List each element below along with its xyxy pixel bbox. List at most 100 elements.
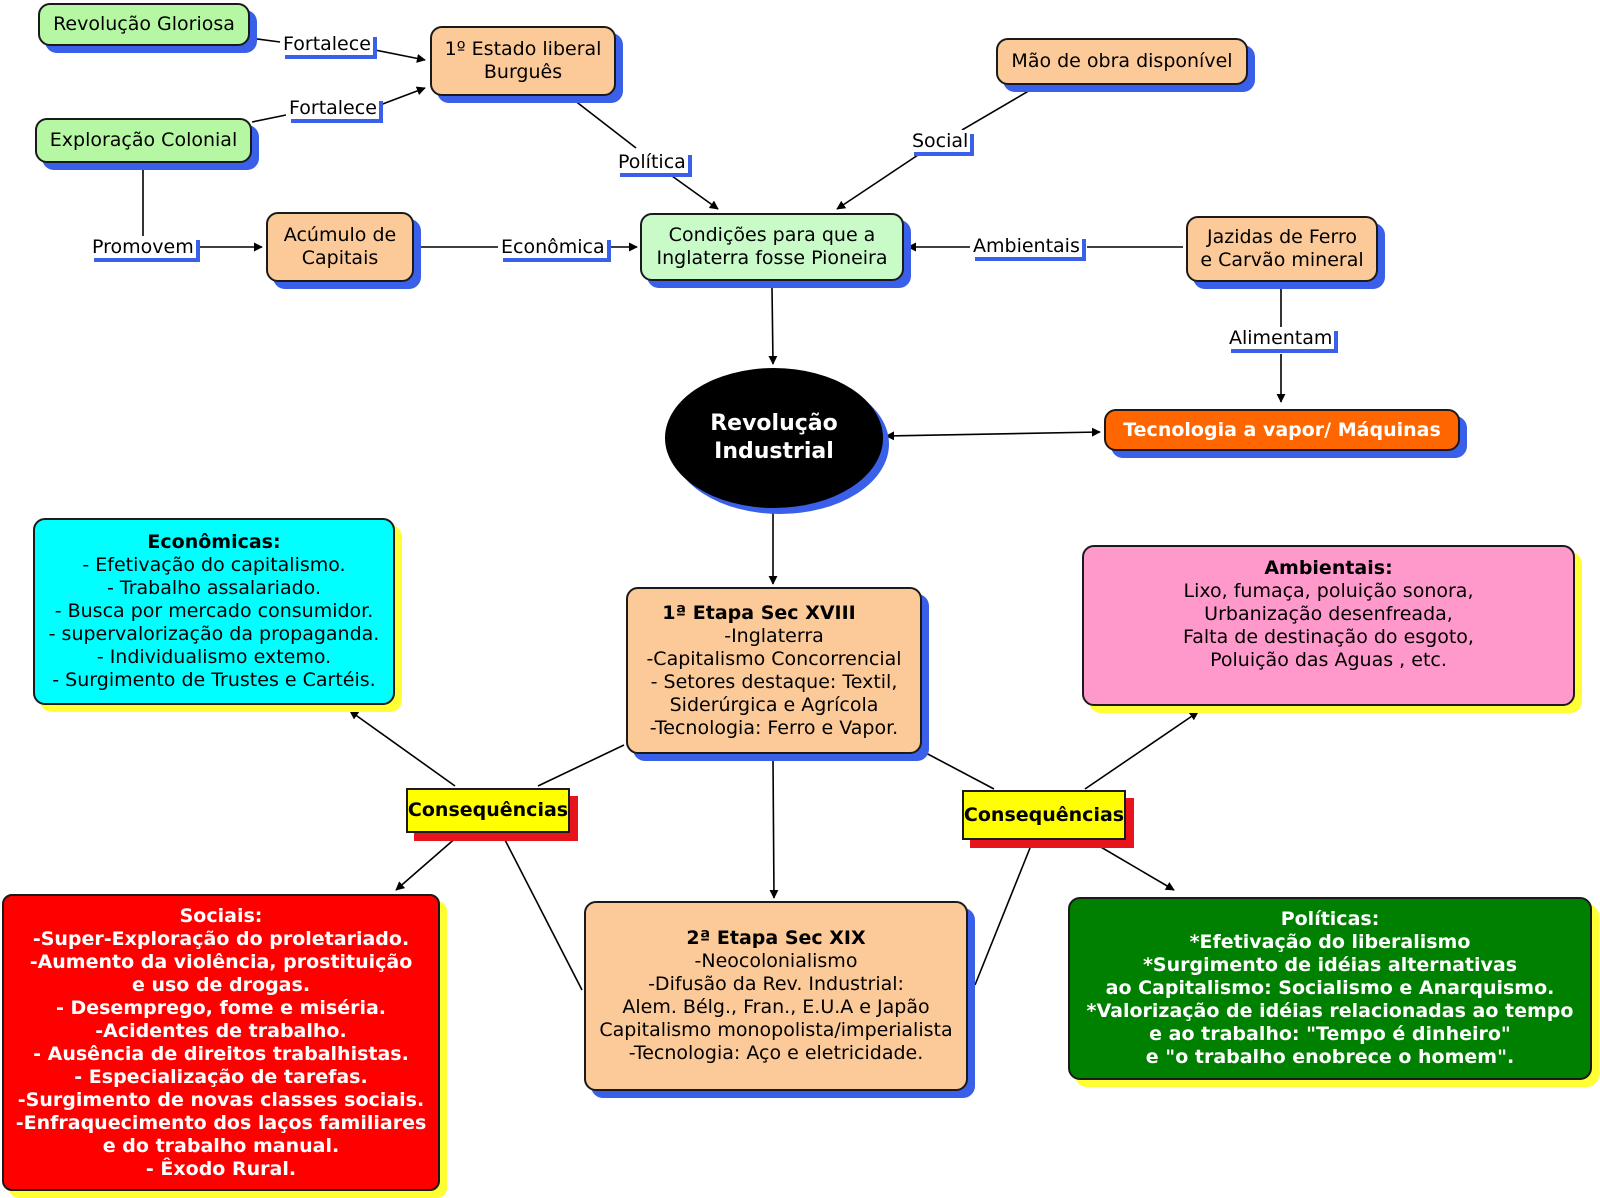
node-politicas[interactable]: Políticas: *Efetivação do liberalismo *S… bbox=[1068, 897, 1592, 1080]
edge-label-fortalece-1: Fortalece bbox=[281, 33, 373, 55]
edge-fortalece-estado-2 bbox=[379, 86, 426, 106]
node-sociais-line-6: - Ausência de direitos trabalhistas. bbox=[33, 1042, 409, 1065]
node-condicoes-line-2: Inglaterra fosse Pioneira bbox=[656, 247, 888, 269]
node-sociais-line-11: - Êxodo Rural. bbox=[145, 1157, 297, 1180]
node-etapa-2-line-1: -Neocolonialismo bbox=[694, 950, 858, 972]
node-politicas-line-5: e ao trabalho: "Tempo é dinheiro" bbox=[1149, 1023, 1511, 1045]
node-economicas-line-6: - Surgimento de Trustes e Cartéis. bbox=[52, 669, 376, 691]
node-sociais[interactable]: Sociais: -Super-Exploração do proletaria… bbox=[2, 894, 440, 1191]
node-politicas-line-2: *Surgimento de idéias alternativas bbox=[1142, 954, 1518, 976]
edge-label-ambientais: Ambientais bbox=[971, 235, 1082, 257]
edge-condicoes-revolucao bbox=[768, 286, 778, 365]
node-etapa-1-line-5: -Tecnologia: Ferro e Vapor. bbox=[649, 716, 899, 739]
node-ambientais-title: Ambientais: bbox=[1264, 557, 1393, 579]
node-etapa-1-line-3: - Setores destaque: Textil, bbox=[650, 670, 898, 693]
node-consequencias-right[interactable]: Consequências bbox=[962, 790, 1126, 840]
node-etapa-1-line-4: Siderúrgica e Agrícola bbox=[669, 693, 879, 716]
node-politicas-line-3: ao Capitalismo: Socialismo e Anarquismo. bbox=[1105, 977, 1555, 999]
node-revolucao-industrial-line-1: Revolução bbox=[710, 411, 838, 436]
node-sociais-line-7: - Especialização de tarefas. bbox=[74, 1065, 368, 1088]
edge-label-social: Social bbox=[910, 130, 971, 152]
node-consequencias-right-label: Consequências bbox=[963, 803, 1125, 826]
node-consequencias-left[interactable]: Consequências bbox=[406, 788, 570, 833]
node-etapa-2-line-5: -Tecnologia: Aço e eletricidade. bbox=[628, 1042, 924, 1064]
node-politicas-title: Políticas: bbox=[1280, 908, 1380, 930]
node-estado-liberal-line-1: 1º Estado liberal bbox=[444, 38, 602, 60]
node-ambientais[interactable]: Ambientais: Lixo, fumaça, poluição sonor… bbox=[1082, 545, 1575, 706]
node-economicas-line-2: - Trabalho assalariado. bbox=[107, 577, 321, 599]
node-revolucao-gloriosa-label: Revolução Gloriosa bbox=[53, 13, 235, 35]
node-etapa-2[interactable]: 2ª Etapa Sec XIX -Neocolonialismo -Difus… bbox=[584, 901, 968, 1091]
node-economicas-line-5: - Individualismo extemo. bbox=[96, 646, 332, 668]
node-tecnologia-label: Tecnologia a vapor/ Máquinas bbox=[1123, 418, 1441, 441]
node-etapa-2-line-3: Alem. Bélg., Fran., E.U.A e Japão bbox=[622, 996, 930, 1018]
node-sociais-line-2: -Aumento da violência, prostituição bbox=[29, 950, 413, 973]
node-exploracao-colonial[interactable]: Exploração Colonial bbox=[35, 118, 252, 163]
node-mao-de-obra-label: Mão de obra disponível bbox=[1011, 50, 1233, 72]
node-jazidas[interactable]: Jazidas de Ferro e Carvão mineral bbox=[1186, 216, 1378, 282]
edge-estado-politica bbox=[573, 99, 637, 149]
node-economicas-title: Econômicas: bbox=[147, 531, 281, 553]
edge-label-alimentam: Alimentam bbox=[1227, 327, 1335, 349]
edge-label-politica: Política bbox=[616, 151, 688, 173]
edge-gloriosa-fortalece bbox=[249, 37, 281, 43]
node-acumulo-capitais[interactable]: Acúmulo de Capitais bbox=[266, 212, 414, 282]
node-mao-de-obra[interactable]: Mão de obra disponível bbox=[996, 38, 1248, 85]
edge-fortalece-estado-1 bbox=[374, 49, 426, 63]
edge-cons-left-economicas bbox=[349, 710, 456, 787]
edge-mao-social bbox=[961, 88, 1033, 131]
node-sociais-line-5: -Acidentes de trabalho. bbox=[95, 1019, 347, 1042]
node-ambientais-line-3: Falta de destinação do esgoto, bbox=[1183, 626, 1474, 648]
node-sociais-line-9: -Enfraquecimento dos laços familiares bbox=[15, 1111, 427, 1134]
node-sociais-line-10: e do trabalho manual. bbox=[102, 1134, 340, 1157]
node-ambientais-line-4: Poluição das Aguas , etc. bbox=[1210, 649, 1447, 671]
node-etapa-1[interactable]: 1ª Etapa Sec XVIII -Inglaterra -Capitali… bbox=[626, 587, 922, 754]
edge-label-economica: Econômica bbox=[499, 236, 607, 258]
edge-etapa2-cons-left bbox=[502, 835, 583, 991]
node-sociais-line-4: - Desemprego, fome e miséria. bbox=[55, 996, 387, 1019]
node-etapa-1-line-1: -Inglaterra bbox=[724, 624, 824, 647]
node-condicoes-line-1: Condições para que a bbox=[668, 224, 876, 246]
node-estado-liberal-line-2: Burguês bbox=[483, 61, 563, 83]
edge-label-fortalece-2: Fortalece bbox=[287, 97, 379, 119]
edge-cons-left-sociais bbox=[395, 835, 459, 891]
node-economicas-line-1: - Efetivação do capitalismo. bbox=[82, 554, 346, 576]
edge-colonial-fortalece bbox=[251, 114, 287, 123]
node-condicoes[interactable]: Condições para que a Inglaterra fosse Pi… bbox=[640, 213, 904, 281]
node-acumulo-line-1: Acúmulo de bbox=[283, 224, 397, 246]
edge-etapa2-cons-right bbox=[974, 842, 1033, 986]
node-politicas-line-4: *Valorização de idéias relacionadas ao t… bbox=[1086, 1000, 1574, 1022]
edge-label-promovem: Promovem bbox=[90, 236, 196, 258]
node-revolucao-industrial[interactable]: Revolução Industrial bbox=[665, 368, 883, 508]
edge-cons-right-politicas bbox=[1093, 842, 1175, 891]
node-sociais-line-3: e uso de drogas. bbox=[131, 973, 311, 996]
node-ambientais-line-2: Urbanização desenfreada, bbox=[1204, 603, 1453, 625]
edge-cons-right-ambientais bbox=[1084, 711, 1199, 790]
node-politicas-line-6: e "o trabalho enobrece o homem". bbox=[1145, 1046, 1515, 1068]
node-economicas-line-4: - supervalorização da propaganda. bbox=[48, 623, 380, 645]
edge-etapa1-etapa2 bbox=[769, 759, 779, 899]
edge-etapa1-cons-right bbox=[923, 751, 995, 790]
node-acumulo-line-2: Capitais bbox=[301, 247, 379, 269]
node-estado-liberal[interactable]: 1º Estado liberal Burguês bbox=[430, 26, 616, 96]
node-politicas-line-1: *Efetivação do liberalismo bbox=[1189, 931, 1471, 953]
node-revolucao-industrial-line-2: Industrial bbox=[714, 439, 834, 464]
node-tecnologia-vapor[interactable]: Tecnologia a vapor/ Máquinas bbox=[1104, 409, 1460, 451]
node-revolucao-gloriosa[interactable]: Revolução Gloriosa bbox=[38, 3, 250, 46]
node-sociais-line-8: -Surgimento de novas classes sociais. bbox=[17, 1088, 425, 1111]
node-etapa-2-title: 2ª Etapa Sec XIX bbox=[686, 927, 866, 949]
edge-social-condicoes bbox=[836, 154, 919, 210]
node-ambientais-line-1: Lixo, fumaça, poluição sonora, bbox=[1183, 580, 1474, 602]
node-consequencias-left-label: Consequências bbox=[407, 799, 569, 821]
edge-revolucao-tecnologia bbox=[885, 427, 1101, 441]
node-etapa-2-line-2: -Difusão da Rev. Industrial: bbox=[648, 973, 904, 995]
node-sociais-line-1: -Super-Exploração do proletariado. bbox=[32, 927, 410, 950]
edge-politica-condicoes bbox=[671, 175, 719, 210]
edge-etapa1-cons-left bbox=[537, 744, 625, 787]
node-etapa-1-line-2: -Capitalismo Concorrencial bbox=[646, 647, 902, 670]
node-sociais-title: Sociais: bbox=[179, 904, 263, 927]
node-economicas[interactable]: Econômicas: - Efetivação do capitalismo.… bbox=[33, 518, 395, 705]
node-jazidas-line-2: e Carvão mineral bbox=[1200, 249, 1364, 271]
node-economicas-line-3: - Busca por mercado consumidor. bbox=[54, 600, 374, 622]
